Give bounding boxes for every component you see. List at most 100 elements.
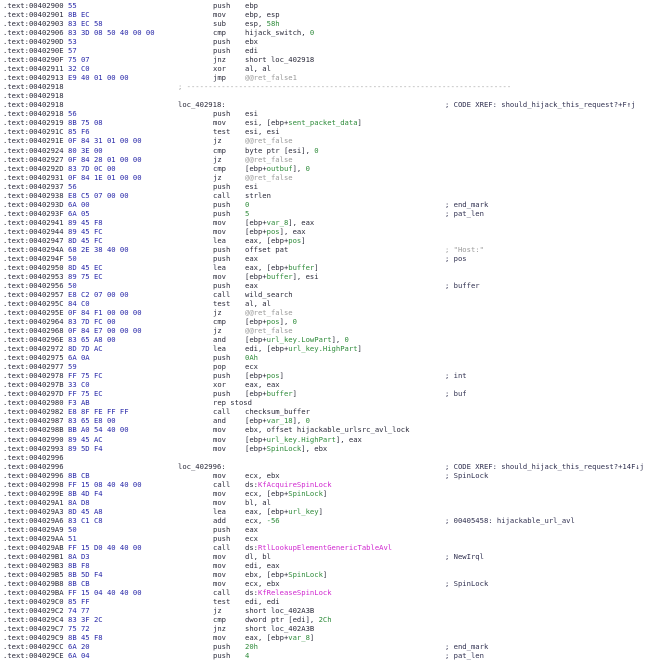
operands[interactable]: esi — [245, 182, 258, 191]
mnemonic[interactable]: push — [213, 181, 231, 191]
mnemonic[interactable]: mov — [213, 217, 226, 227]
address[interactable]: .text:004029B3 — [3, 560, 64, 570]
operands[interactable]: @@ret_false — [245, 326, 293, 335]
mnemonic[interactable]: jz — [213, 154, 222, 164]
operands[interactable]: dword ptr [edi], 2Ch — [245, 615, 332, 624]
mnemonic[interactable]: pop — [213, 362, 226, 372]
operands[interactable]: ecx, ebx — [245, 579, 280, 588]
mnemonic[interactable]: cmp — [213, 615, 226, 625]
mnemonic[interactable]: test — [213, 299, 231, 309]
operands[interactable]: [ebp+buffer], esi — [245, 272, 319, 281]
operands[interactable]: @@ret_false — [245, 136, 293, 145]
mnemonic[interactable]: call — [213, 588, 231, 598]
mnemonic[interactable]: push — [213, 1, 231, 10]
mnemonic[interactable]: push — [213, 371, 231, 381]
mnemonic[interactable]: call — [213, 542, 231, 552]
operands[interactable]: short loc_402A3B — [245, 606, 314, 615]
operand-part[interactable]: KfAcquireSpinLock — [257, 479, 332, 489]
address[interactable]: .text:004029C7 — [3, 624, 64, 634]
address[interactable]: .text:004029C4 — [3, 615, 64, 625]
address[interactable]: .text:0040295E — [3, 308, 64, 318]
address[interactable]: .text:004029B8 — [3, 579, 64, 588]
operands[interactable]: dl, bl — [245, 552, 271, 561]
operands[interactable]: ecx, ebx — [245, 471, 280, 480]
mnemonic[interactable]: xor — [213, 64, 226, 74]
address[interactable]: .text:00402977 — [3, 362, 64, 372]
operands[interactable]: eax, [ebp+var_8] — [245, 633, 314, 642]
operands[interactable]: eax — [245, 525, 258, 534]
address[interactable]: .text:00402975 — [3, 353, 64, 363]
mnemonic[interactable]: jnz — [213, 624, 226, 634]
operands[interactable]: hijack_switch, 0 — [245, 28, 314, 37]
address[interactable]: .text:0040299E — [3, 488, 64, 498]
address[interactable]: .text:00402964 — [3, 317, 64, 327]
mnemonic[interactable]: rep stosd — [213, 398, 252, 408]
mnemonic[interactable]: push — [213, 37, 231, 47]
operands[interactable]: wild_search — [245, 290, 293, 299]
mnemonic[interactable]: cmp — [213, 317, 226, 327]
mnemonic[interactable]: push — [213, 244, 231, 254]
operands[interactable]: esi, [ebp+sent_packet_data] — [245, 118, 362, 127]
operand-part[interactable]: RtlLookupElementGenericTableAvl — [257, 542, 393, 552]
mnemonic[interactable]: push — [213, 46, 231, 56]
mnemonic[interactable]: mov — [213, 443, 226, 453]
operands[interactable]: ds:KfReleaseSpinLock — [245, 588, 332, 597]
address[interactable]: .text:00402944 — [3, 226, 64, 236]
address[interactable]: .text:004029B1 — [3, 551, 64, 561]
address[interactable]: .text:0040290F — [3, 55, 64, 65]
operands[interactable]: short loc_402A3B — [245, 624, 314, 633]
operands[interactable]: eax — [245, 281, 258, 290]
mnemonic[interactable]: mov — [213, 560, 226, 570]
address[interactable]: .text:00402906 — [3, 28, 64, 38]
operands[interactable]: ebx, [ebp+SpinLock] — [245, 570, 327, 579]
mnemonic[interactable]: jz — [213, 326, 222, 336]
operand-part[interactable]: @@ret_false — [245, 326, 293, 336]
operands[interactable]: [ebp+url_key.LowPart], 0 — [245, 335, 349, 344]
address[interactable]: .text:004029A9 — [3, 524, 64, 534]
mnemonic[interactable]: mov — [213, 118, 226, 128]
address[interactable]: .text:0040290E — [3, 46, 64, 56]
address[interactable]: .text:00402913 — [3, 73, 64, 83]
mnemonic[interactable]: cmp — [213, 145, 226, 155]
address[interactable]: .text:0040293F — [3, 208, 64, 218]
operands[interactable]: edi, [ebp+url_key.HighPart] — [245, 344, 362, 353]
mnemonic[interactable]: push — [213, 642, 231, 652]
address[interactable]: .text:0040298B — [3, 425, 64, 435]
operand-part[interactable]: @@ret_false — [245, 308, 293, 318]
mnemonic[interactable]: xor — [213, 380, 226, 390]
mnemonic[interactable]: mov — [213, 633, 226, 643]
operands[interactable]: [ebp+pos], 0 — [245, 317, 297, 326]
address[interactable]: .text:00402931 — [3, 172, 64, 182]
address[interactable]: .text:004029C2 — [3, 606, 64, 616]
code-label[interactable]: loc_402996: — [178, 461, 226, 471]
address[interactable]: .text:00402950 — [3, 262, 64, 272]
operands[interactable]: bl, al — [245, 498, 271, 507]
address[interactable]: .text:00402972 — [3, 344, 64, 354]
mnemonic[interactable]: add — [213, 515, 226, 525]
